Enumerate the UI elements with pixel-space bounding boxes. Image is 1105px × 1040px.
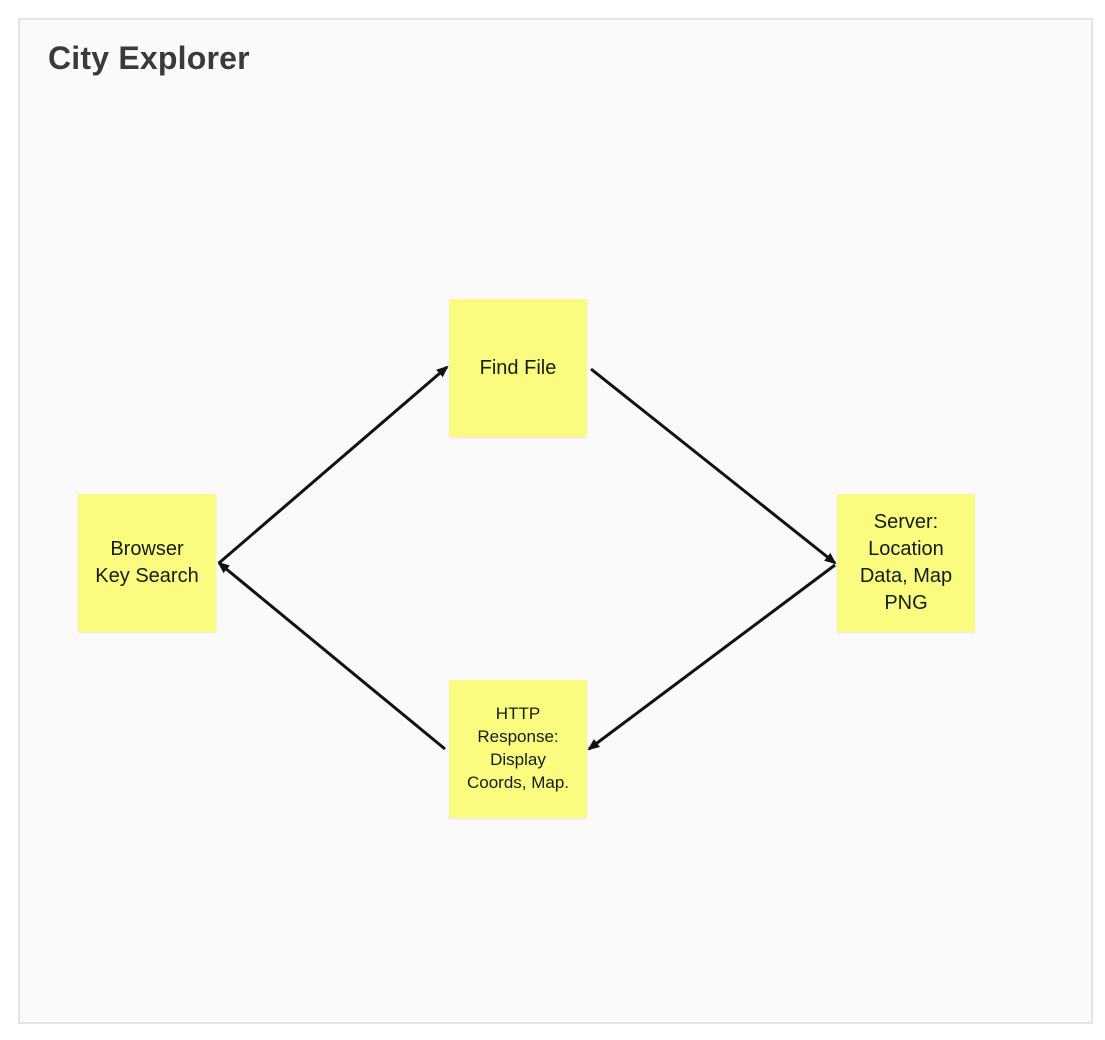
sticky-note-browser-key-search[interactable]: Browser Key Search (78, 494, 216, 632)
sticky-note-text: HTTP Response: Display Coords, Map. (466, 704, 570, 792)
arrow-http-response-to-browser[interactable] (217, 561, 446, 751)
sticky-note-server[interactable]: Server: Location Data, Map PNG (837, 494, 975, 632)
sticky-note-text: Server: Location Data, Map PNG (859, 511, 953, 614)
sticky-note-text: Browser Key Search (95, 538, 199, 587)
arrow-browser-to-find-file[interactable] (218, 365, 449, 565)
arrow-find-file-to-server[interactable] (590, 367, 837, 565)
sticky-note-text: Find File (479, 357, 557, 379)
sticky-note-find-file[interactable]: Find File (449, 299, 587, 437)
arrow-server-to-http-response[interactable] (587, 563, 836, 751)
sticky-note-http-response[interactable]: HTTP Response: Display Coords, Map. (449, 680, 587, 818)
frame-title[interactable]: City Explorer (48, 40, 250, 76)
